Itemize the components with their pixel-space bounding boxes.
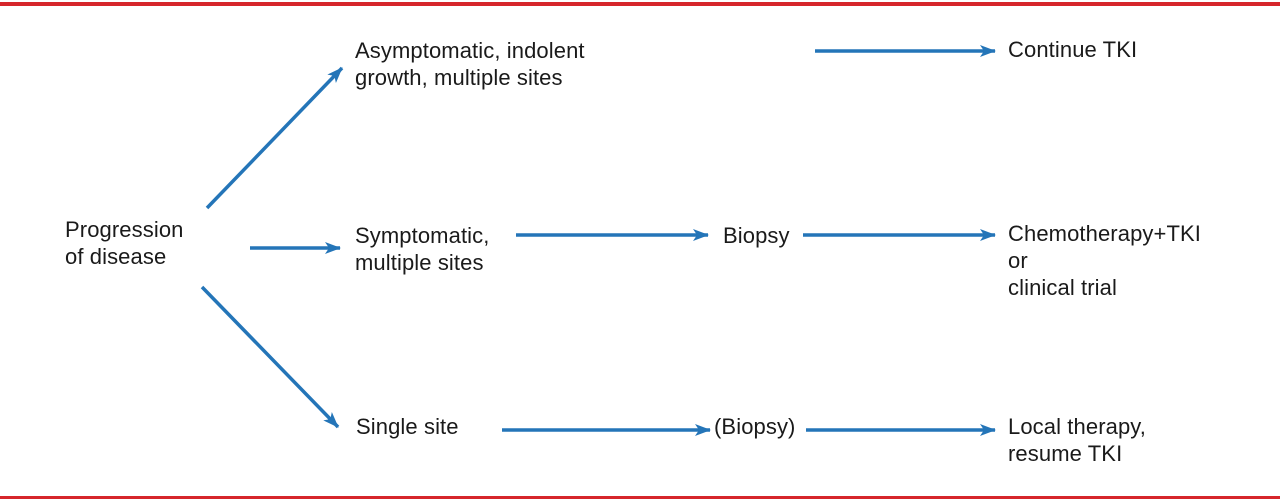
top-red-rule [0,2,1280,6]
progression-to-single-site [200,285,340,429]
node-chemotherapy-tki-or-clinical-trial: Chemotherapy+TKI or clinical trial [1008,221,1201,300]
node-biopsy-optional: (Biopsy) [714,414,796,439]
progression-to-asymptomatic [205,66,344,210]
bottom-red-rule [0,496,1280,499]
node-progression-of-disease: Progression of disease [65,217,184,269]
node-symptomatic-multiple-sites: Symptomatic, multiple sites [355,223,490,275]
node-biopsy: Biopsy [723,223,790,248]
node-single-site: Single site [356,414,459,439]
node-asymptomatic-indolent-growth: Asymptomatic, indolent growth, multiple … [355,38,585,90]
node-continue-tki: Continue TKI [1008,37,1138,62]
node-local-therapy-resume-tki: Local therapy, resume TKI [1008,414,1146,466]
